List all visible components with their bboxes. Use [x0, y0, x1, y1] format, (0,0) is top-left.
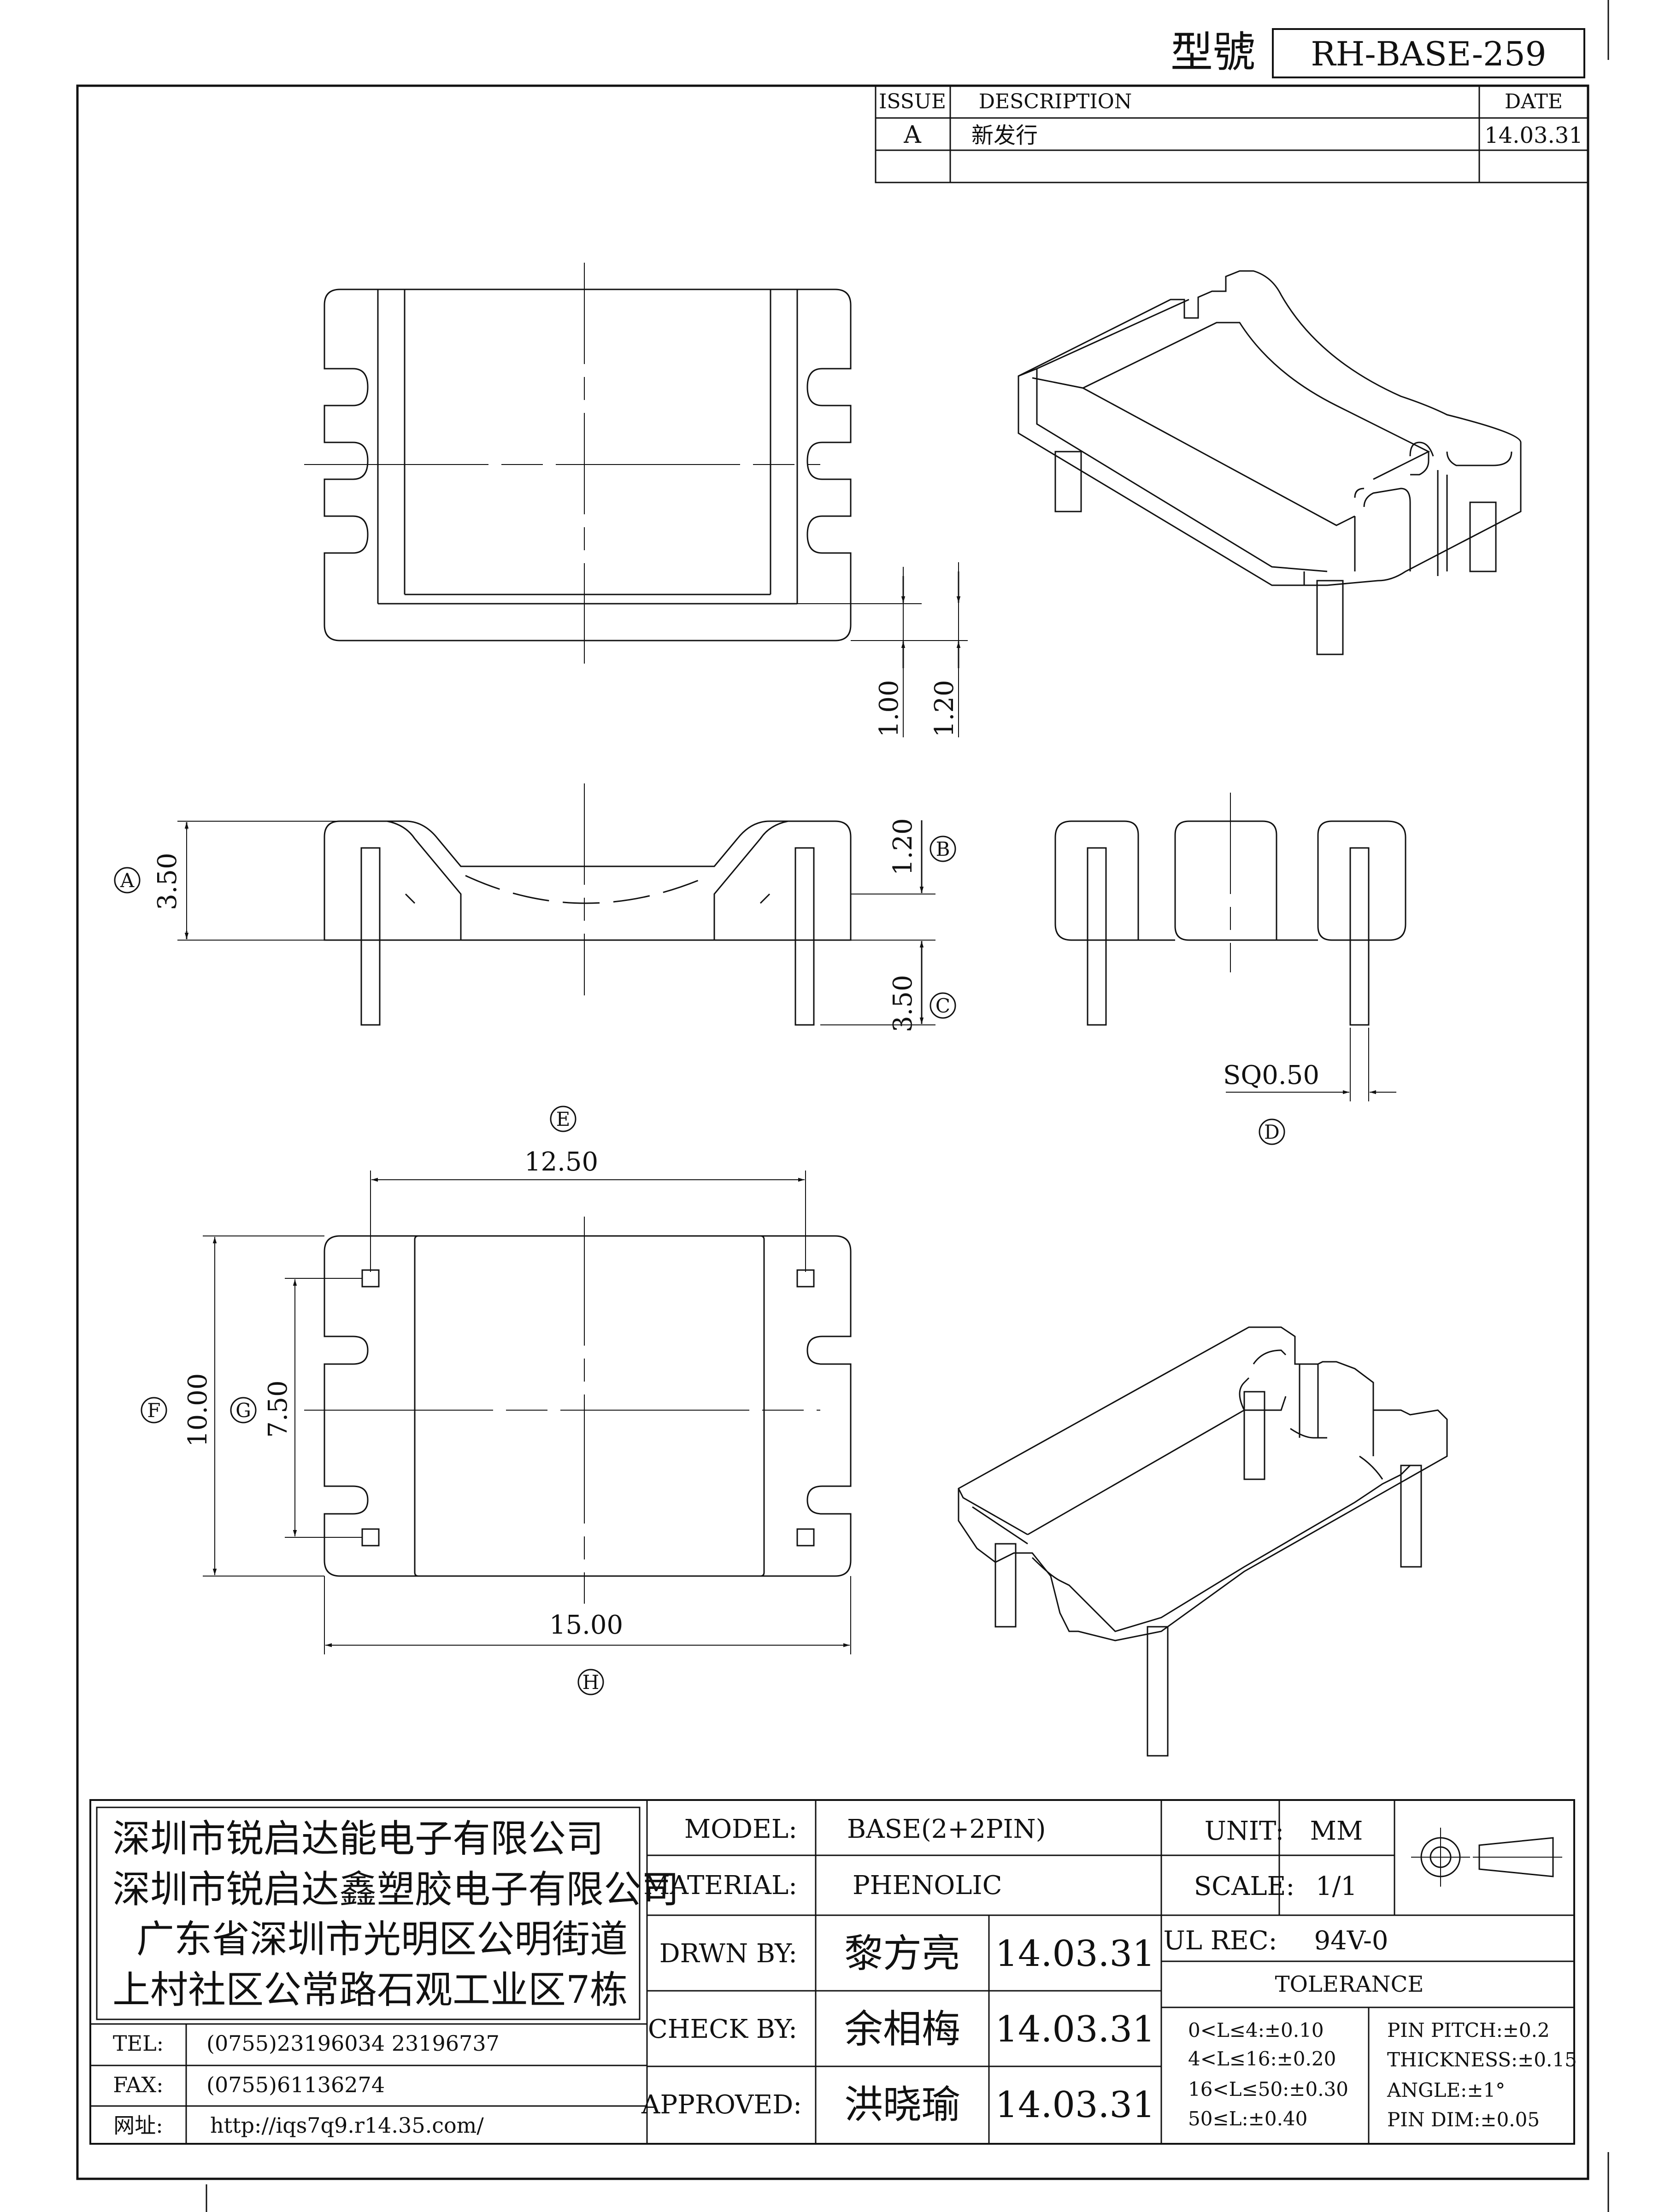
callout-g-label: G — [235, 1399, 251, 1422]
callout-f-label: F — [147, 1399, 160, 1422]
callout-c-label: C — [935, 994, 950, 1017]
tolerance-angle: ANGLE:±1° — [1387, 2079, 1505, 2101]
model-number: RH-BASE-259 — [1311, 35, 1546, 73]
callout-b-label: B — [936, 838, 950, 860]
projection-symbol-icon — [1411, 1828, 1562, 1887]
dim-1-20-side: 1.20 — [888, 818, 918, 876]
dim-1-00: 1.00 — [874, 680, 904, 737]
side-view — [1054, 793, 1406, 1101]
callout-d-label: D — [1264, 1121, 1280, 1143]
dim-12-50: 12.50 — [524, 1147, 598, 1177]
tolerance-pin-dim: PIN DIM:±0.05 — [1387, 2108, 1540, 2131]
callout-b-circle — [930, 835, 956, 862]
drawn-by-name: 黎方亮 — [844, 1931, 960, 1976]
material-field-value: PHENOLIC — [853, 1871, 1002, 1900]
model-field-value: BASE(2+2PIN) — [847, 1814, 1046, 1844]
dim-7-50: 7.50 — [263, 1380, 293, 1438]
dim-1-20-top: 1.20 — [930, 680, 959, 737]
company-line-2: 深圳市锐启达鑫塑胶电子有限公司 — [112, 1868, 679, 1912]
callout-h-circle — [577, 1669, 604, 1695]
top-view — [304, 263, 968, 737]
check-by-name: 余相梅 — [844, 2006, 960, 2052]
approved-by-label: APPROVED: — [641, 2090, 802, 2120]
tolerance-range-1: 0<L≤4:±0.10 — [1188, 2019, 1324, 2041]
drawn-by-label: DRWN BY: — [659, 1939, 797, 1969]
dim-15-00: 15.00 — [549, 1610, 623, 1640]
web-label: 网址: — [113, 2113, 163, 2138]
ul-rec-value: 94V-0 — [1314, 1926, 1388, 1956]
bottom-view — [203, 1171, 852, 1654]
callout-g-circle — [230, 1397, 257, 1424]
drawn-by-date: 14.03.31 — [995, 1933, 1155, 1975]
callout-h-label: H — [582, 1671, 600, 1694]
web-value: http://iqs7q9.r14.35.com/ — [210, 2113, 484, 2138]
model-label: 型號 — [1171, 28, 1255, 77]
tolerance-thickness: THICKNESS:±0.15 — [1387, 2048, 1577, 2071]
tel-label: TEL: — [113, 2031, 164, 2056]
rev-row-issue: A — [903, 121, 922, 149]
tolerance-pin-pitch: PIN PITCH:±0.2 — [1387, 2019, 1550, 2041]
company-line-1: 深圳市锐启达能电子有限公司 — [112, 1817, 604, 1861]
sheet-frame — [76, 0, 1609, 2212]
title-block — [89, 1799, 1575, 2145]
isometric-view-bottom — [958, 1326, 1448, 1757]
rev-col-description: DESCRIPTION — [979, 90, 1132, 113]
tel-value: (0755)23196034 23196737 — [206, 2031, 500, 2056]
company-line-3: 广东省深圳市光明区公明街道 — [136, 1918, 628, 1961]
rev-col-issue: ISSUE — [879, 90, 946, 113]
front-view — [177, 783, 935, 1026]
company-line-4: 上村社区公常路石观工业区7栋 — [112, 1968, 628, 2012]
approved-by-date: 14.03.31 — [995, 2084, 1155, 2126]
material-field-label: MATERIAL: — [643, 1871, 797, 1900]
callout-e-label: E — [556, 1108, 571, 1130]
model-field-label: MODEL: — [684, 1814, 797, 1844]
approved-by-name: 洪晓瑜 — [844, 2082, 960, 2127]
dim-10-00: 10.00 — [183, 1373, 213, 1447]
fax-value: (0755)61136274 — [206, 2072, 385, 2097]
tolerance-range-3: 16<L≤50:±0.30 — [1188, 2078, 1348, 2100]
dim-3-50-c: 3.50 — [888, 975, 918, 1032]
model-number-box — [1272, 28, 1585, 78]
scale-value: 1/1 — [1316, 1871, 1357, 1901]
scale-label: SCALE: — [1194, 1871, 1295, 1901]
callout-c-circle — [930, 992, 956, 1019]
tolerance-title: TOLERANCE — [1275, 1971, 1424, 1997]
ul-rec-label: UL REC: — [1164, 1926, 1277, 1956]
callout-a-circle — [114, 867, 141, 894]
revision-table — [875, 85, 1589, 183]
unit-label: UNIT: — [1205, 1816, 1284, 1846]
callout-e-circle — [550, 1106, 577, 1132]
tolerance-range-4: 50≤L:±0.40 — [1188, 2107, 1307, 2130]
callout-f-circle — [141, 1397, 167, 1424]
tolerance-range-2: 4<L≤16:±0.20 — [1188, 2047, 1336, 2070]
check-by-label: CHECK BY: — [648, 2014, 797, 2044]
isometric-view-top — [1018, 270, 1522, 655]
dim-3-50-a: 3.50 — [153, 853, 182, 910]
check-by-date: 14.03.31 — [995, 2009, 1155, 2050]
dim-sq-0-50: SQ0.50 — [1223, 1060, 1319, 1090]
fax-label: FAX: — [113, 2072, 163, 2097]
callout-d-circle — [1259, 1118, 1285, 1145]
rev-row-description: 新发行 — [971, 123, 1038, 148]
unit-value: MM — [1310, 1816, 1363, 1846]
rev-col-date: DATE — [1505, 90, 1563, 113]
callout-a-label: A — [120, 869, 135, 892]
rev-row-date: 14.03.31 — [1484, 123, 1583, 148]
